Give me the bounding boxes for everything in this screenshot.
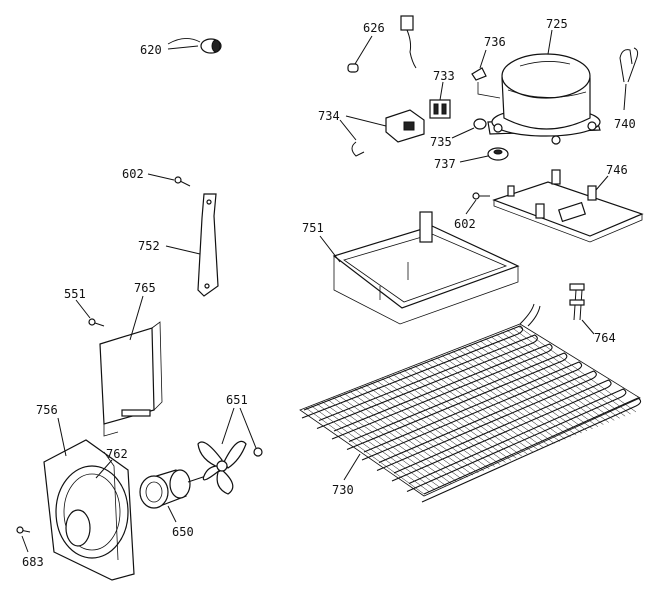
coil-fin <box>441 355 561 442</box>
label-764: 764 <box>594 331 616 345</box>
part-620-capacitor <box>167 38 222 54</box>
coil-tube <box>331 343 553 440</box>
coil-fin <box>316 403 436 490</box>
coil-fin <box>430 359 550 446</box>
label-751: 751 <box>302 221 324 235</box>
label-735: 735 <box>430 135 452 149</box>
coil-fin <box>517 325 637 413</box>
coil-fin <box>501 332 620 419</box>
coil-fin <box>398 372 517 459</box>
label-762: 762 <box>106 447 128 461</box>
coil-fin <box>371 382 490 469</box>
coil-tube <box>421 397 642 503</box>
coil-fin <box>349 390 468 478</box>
coil-fin <box>479 340 599 427</box>
coil-fin <box>458 348 577 436</box>
coil-fin <box>474 342 593 430</box>
coil-fin <box>414 365 533 453</box>
coil-fin <box>365 384 484 472</box>
coil-fin <box>452 351 571 438</box>
part-751-drain-tray <box>332 211 520 325</box>
label-626: 626 <box>363 21 385 35</box>
label-733: 733 <box>433 69 455 83</box>
part-551-screw <box>88 318 105 327</box>
label-737: 737 <box>434 157 456 171</box>
coil-fin <box>403 369 522 457</box>
coil-fin <box>311 405 430 493</box>
coil-fin <box>376 380 495 467</box>
coil-fin <box>333 397 452 484</box>
label-756: 756 <box>36 403 58 417</box>
part-651-fan-blade <box>197 440 263 495</box>
label-746: 746 <box>606 163 628 177</box>
label-730: 730 <box>332 483 354 497</box>
coil-fin <box>322 401 441 488</box>
part-764-clip <box>569 283 585 321</box>
coil-fin <box>506 330 626 417</box>
part-725-compressor <box>487 53 601 145</box>
label-651: 651 <box>226 393 248 407</box>
label-602b: 602 <box>454 217 476 231</box>
label-752: 752 <box>138 239 160 253</box>
coil-tube <box>361 361 583 461</box>
part-765-cover <box>99 321 163 437</box>
coil-tube <box>346 352 568 451</box>
part-736-clip <box>471 67 501 99</box>
label-734: 734 <box>318 109 340 123</box>
label-740: 740 <box>614 117 636 131</box>
part-746-base-plate <box>492 169 644 243</box>
coil-fin <box>447 353 566 440</box>
part-737-grommet <box>487 147 509 161</box>
coil-fin <box>468 344 588 432</box>
part-650-fan-motor <box>139 469 207 509</box>
coil-fin <box>381 378 501 465</box>
coil-fin <box>425 361 544 448</box>
coil-fin <box>354 388 474 476</box>
label-602a: 602 <box>122 167 144 181</box>
part-733-relay <box>429 99 451 119</box>
part-602-screw-right <box>472 192 490 200</box>
coil-tube <box>391 379 612 482</box>
coil-fin <box>327 399 446 486</box>
label-765: 765 <box>134 281 156 295</box>
part-730-condenser-coil <box>299 303 642 503</box>
part-740-bracket <box>619 47 639 83</box>
coil-fin <box>496 334 615 421</box>
coil-tube <box>316 334 538 430</box>
part-626-cord <box>347 15 417 73</box>
part-734-overload <box>351 109 425 157</box>
coil-tube <box>301 325 524 419</box>
coil-fin <box>387 376 506 463</box>
label-551: 551 <box>64 287 86 301</box>
label-650: 650 <box>172 525 194 539</box>
coil-fin <box>463 346 582 434</box>
part-735-grommet <box>473 118 487 130</box>
coil-fin <box>420 363 539 451</box>
coil-fin <box>392 374 512 461</box>
coil-fin <box>338 395 457 482</box>
coil-fin <box>485 338 604 425</box>
label-736: 736 <box>484 35 506 49</box>
part-756-shroud <box>43 439 135 581</box>
coil-fin <box>436 357 555 444</box>
part-752-bracket <box>197 193 219 297</box>
part-683-screw <box>16 526 31 534</box>
label-620: 620 <box>140 43 162 57</box>
coil-fin <box>305 407 425 495</box>
label-725: 725 <box>546 17 568 31</box>
coil-fin <box>360 386 479 474</box>
coil-fin <box>409 367 528 455</box>
part-602-screw-left <box>174 176 191 187</box>
coil-tube <box>376 370 597 472</box>
label-683: 683 <box>22 555 44 569</box>
coil-fin <box>343 393 463 480</box>
coil-fin <box>512 327 631 415</box>
coil-tube <box>406 388 627 493</box>
coil-fin <box>490 336 609 423</box>
